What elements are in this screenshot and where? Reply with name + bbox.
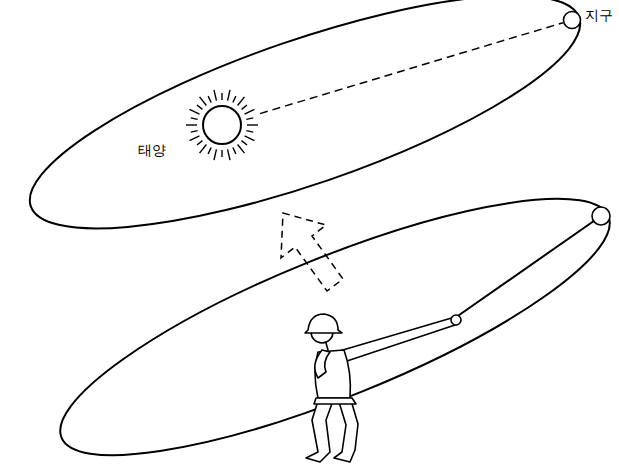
sun-ray [197,105,202,109]
sun-ray [197,141,202,145]
sun-ray [190,136,200,141]
sun-ray [246,118,253,120]
dashed-connector [260,23,563,114]
sun-disc [203,106,241,144]
body-label: 지구 [585,8,613,22]
sun-ray [208,96,211,102]
earth-orbit [7,0,602,274]
sun-ray [221,93,222,100]
sun-ray [246,131,253,133]
sun-ray [233,96,236,102]
sun-ray [228,90,230,101]
sun-ray [200,145,207,154]
sun-circle: 태양 [184,87,260,163]
sun-ray [245,136,255,141]
earth-shape [563,11,581,29]
hammer-orbit [35,152,619,469]
body-label: 태양 [138,143,166,157]
sun-ray [247,124,258,125]
sun-ray [214,90,216,101]
sun-ray [191,131,198,133]
earth-disc [564,12,581,29]
sun-ray [242,141,247,145]
sun-ray [214,149,216,160]
dashed-arrow [281,213,343,291]
sun-rays [186,90,258,160]
earth-circle: 지구 [563,11,581,29]
hammer-thrower [305,207,610,462]
sun-ray [221,150,222,157]
sun-ray [190,109,200,114]
sun-ray [238,145,245,154]
sun-ray [208,148,211,154]
sun-ray [238,97,245,106]
sun-ray [186,124,197,125]
sun-ray [245,109,255,114]
sun-ray [191,118,198,120]
sun-ray [233,148,236,154]
sun-ray [228,149,230,160]
sun-ray [200,97,207,106]
sun-ray [242,105,247,109]
sun-shape [184,87,260,163]
